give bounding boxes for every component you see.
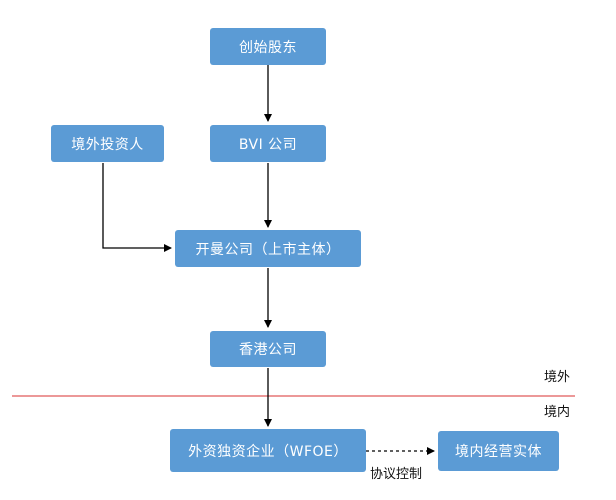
edge-investors-kaiman xyxy=(102,163,172,252)
node-foreign-investors: 境外投资人 xyxy=(51,125,164,162)
node-kaiman: 开曼公司（上市主体） xyxy=(175,230,361,267)
node-bvi: BVI 公司 xyxy=(210,125,326,162)
label-vie-control: 协议控制 xyxy=(370,467,423,482)
node-hongkong: 香港公司 xyxy=(210,331,326,367)
node-domestic-entity: 境内经营实体 xyxy=(438,431,559,471)
label-offshore: 境外 xyxy=(544,370,571,385)
node-wfoe: 外资独资企业（WFOE） xyxy=(170,429,366,472)
node-founders: 创始股东 xyxy=(210,28,326,65)
label-onshore: 境内 xyxy=(544,405,571,420)
